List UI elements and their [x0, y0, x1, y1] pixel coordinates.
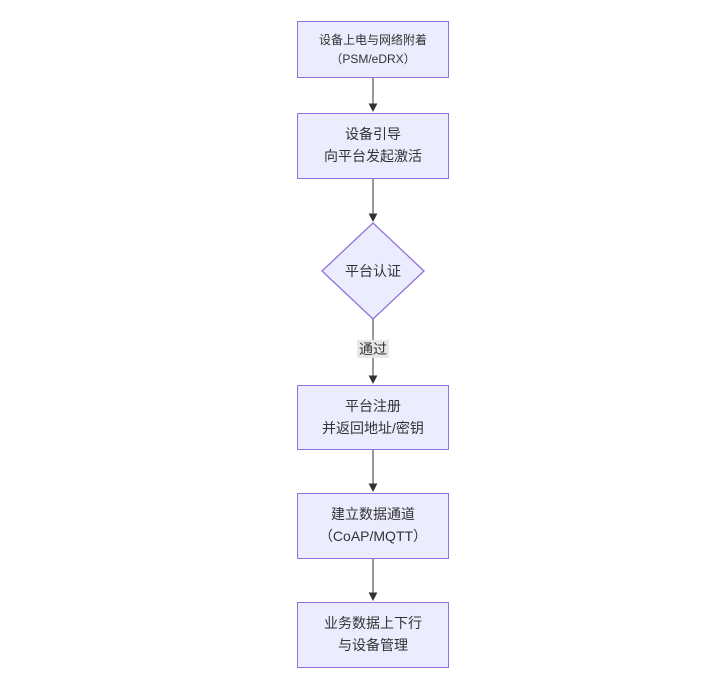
arrowhead-register-to-channel — [368, 483, 378, 492]
node-data-channel-line2: （CoAP/MQTT） — [318, 528, 428, 544]
node-business-data-line2: 与设备管理 — [338, 637, 408, 653]
arrowhead-channel-to-business — [368, 592, 378, 601]
node-business-data-line1: 业务数据上下行 — [324, 615, 422, 632]
node-platform-register-line2: 并返回地址/密钥 — [322, 419, 424, 436]
node-data-channel: 建立数据通道 （CoAP/MQTT） — [297, 493, 449, 559]
node-data-channel-line1: 建立数据通道 — [331, 506, 415, 523]
node-platform-register: 平台注册 并返回地址/密钥 — [297, 385, 449, 450]
arrowhead-auth-to-register — [368, 375, 378, 384]
arrowhead-power-to-bootstrap — [368, 103, 378, 112]
node-business-data: 业务数据上下行 与设备管理 — [297, 602, 449, 668]
arrowhead-bootstrap-to-auth — [368, 213, 378, 222]
node-bootstrap-line2: 向平台发起激活 — [324, 148, 422, 164]
node-platform-auth-label: 平台认证 — [345, 263, 401, 279]
node-bootstrap-line1: 设备引导 — [345, 126, 401, 143]
node-platform-register-line1: 平台注册 — [345, 397, 401, 414]
node-power-attach: 设备上电与网络附着 （PSM/eDRX） — [297, 21, 449, 78]
node-power-attach-line2: （PSM/eDRX） — [330, 51, 416, 66]
node-power-attach-line1: 设备上电与网络附着 — [318, 32, 427, 47]
node-bootstrap: 设备引导 向平台发起激活 — [297, 113, 449, 179]
edge-label-auth-pass: 通过 — [357, 339, 389, 359]
